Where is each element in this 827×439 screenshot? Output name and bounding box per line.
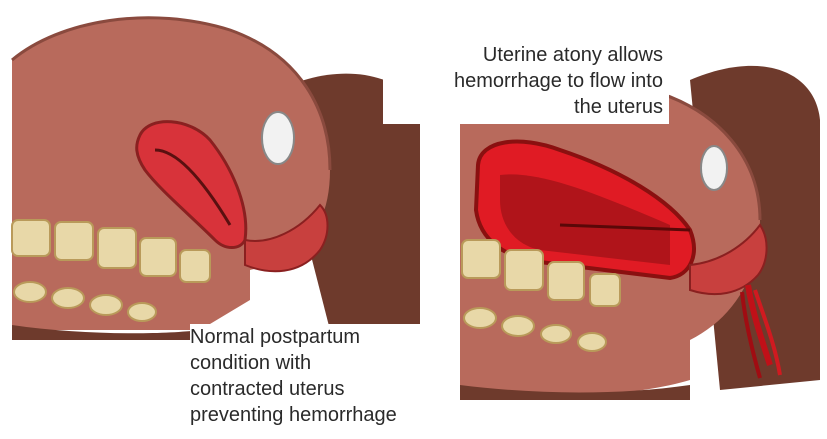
normal-caption: Normal postpartum condition with contrac… (190, 324, 460, 428)
normal-caption-line-4: preventing hemorrhage (190, 402, 460, 428)
normal-caption-line-2: condition with (190, 350, 460, 376)
atony-caption-line-1: Uterine atony allows (383, 42, 663, 68)
atony-caption-line-2: hemorrhage to flow into (383, 68, 663, 94)
bladder (262, 112, 294, 164)
atony-caption: Uterine atony allows hemorrhage to flow … (383, 42, 669, 124)
normal-uterus-panel (12, 18, 420, 340)
normal-caption-line-1: Normal postpartum (190, 324, 460, 350)
normal-caption-line-3: contracted uterus (190, 376, 460, 402)
atony-caption-line-3: the uterus (383, 94, 663, 120)
bladder-right (701, 146, 727, 190)
